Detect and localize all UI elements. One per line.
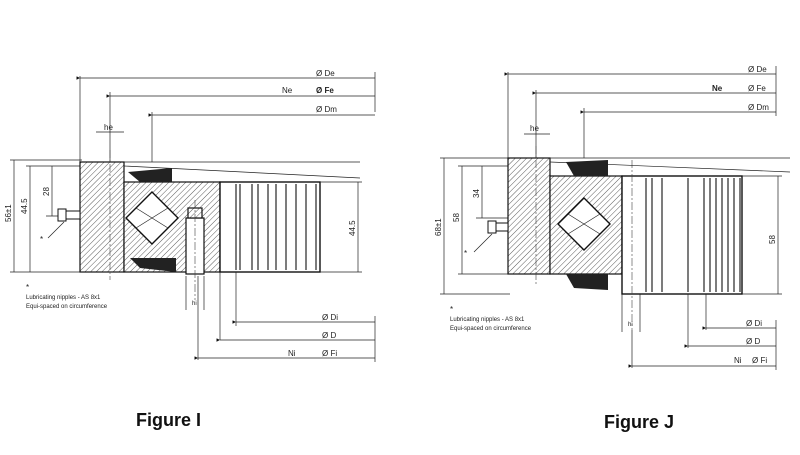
dim-de: Ø De: [316, 69, 335, 78]
dim-height-total-j: 68±1: [434, 218, 443, 236]
dim-he: he: [104, 123, 113, 132]
dim-ne-j: Ne: [712, 84, 723, 93]
dim-height-a: 44.5: [20, 198, 29, 214]
dim-fi-j: Ø Fi: [752, 356, 767, 365]
dim-height-b: 28: [42, 187, 51, 196]
dim-di: Ø Di: [322, 313, 338, 322]
dim-dm: Ø Dm: [316, 105, 337, 114]
note-line-1-j: Lubricating nipples - AS 8x1: [450, 317, 525, 323]
dim-fe-j: Ø Fe: [748, 84, 766, 93]
figure-i-caption: Figure I: [136, 410, 201, 430]
dim-height-right: 44.5: [348, 220, 357, 236]
dim-ni-j: Ni: [734, 356, 742, 365]
dim-di-j: Ø Di: [746, 319, 762, 328]
dim-he-j: he: [530, 124, 539, 133]
dim-hi: hi: [192, 301, 197, 307]
note-line-1: Lubricating nipples - AS 8x1: [26, 295, 101, 301]
note-line-2-j: Equi-spaced on circumference: [450, 326, 532, 332]
figure-j: Ø De Ne Ø Fe Ø Dm he 68±1 58 34 *: [434, 65, 791, 432]
dim-d-j: Ø D: [746, 337, 760, 346]
note-star: *: [26, 283, 29, 292]
dim-fi: Ø Fi: [322, 349, 337, 358]
dim-hi-j: hi: [628, 322, 633, 328]
note-star-j: *: [450, 305, 453, 314]
dim-ni: Ni: [288, 349, 296, 358]
dim-d: Ø D: [322, 331, 336, 340]
figure-j-caption: Figure J: [604, 412, 674, 432]
figure-i: Ø De Ne Ø Fe Ø Dm he 56±1 44.5 28 *: [4, 69, 376, 430]
dim-height-b-j: 34: [472, 189, 481, 198]
note-line-2: Equi-spaced on circumference: [26, 304, 108, 310]
dim-height-right-j: 58: [768, 235, 777, 244]
nipple-star-j: *: [464, 249, 467, 258]
dim-height-a-j: 58: [452, 213, 461, 222]
dim-de-j: Ø De: [748, 65, 767, 74]
dim-ne: Ne: [282, 86, 293, 95]
dim-fe: Ø Fe: [316, 86, 334, 95]
nipple-star: *: [40, 235, 43, 244]
dim-height-total: 56±1: [4, 204, 13, 222]
dim-dm-j: Ø Dm: [748, 103, 769, 112]
